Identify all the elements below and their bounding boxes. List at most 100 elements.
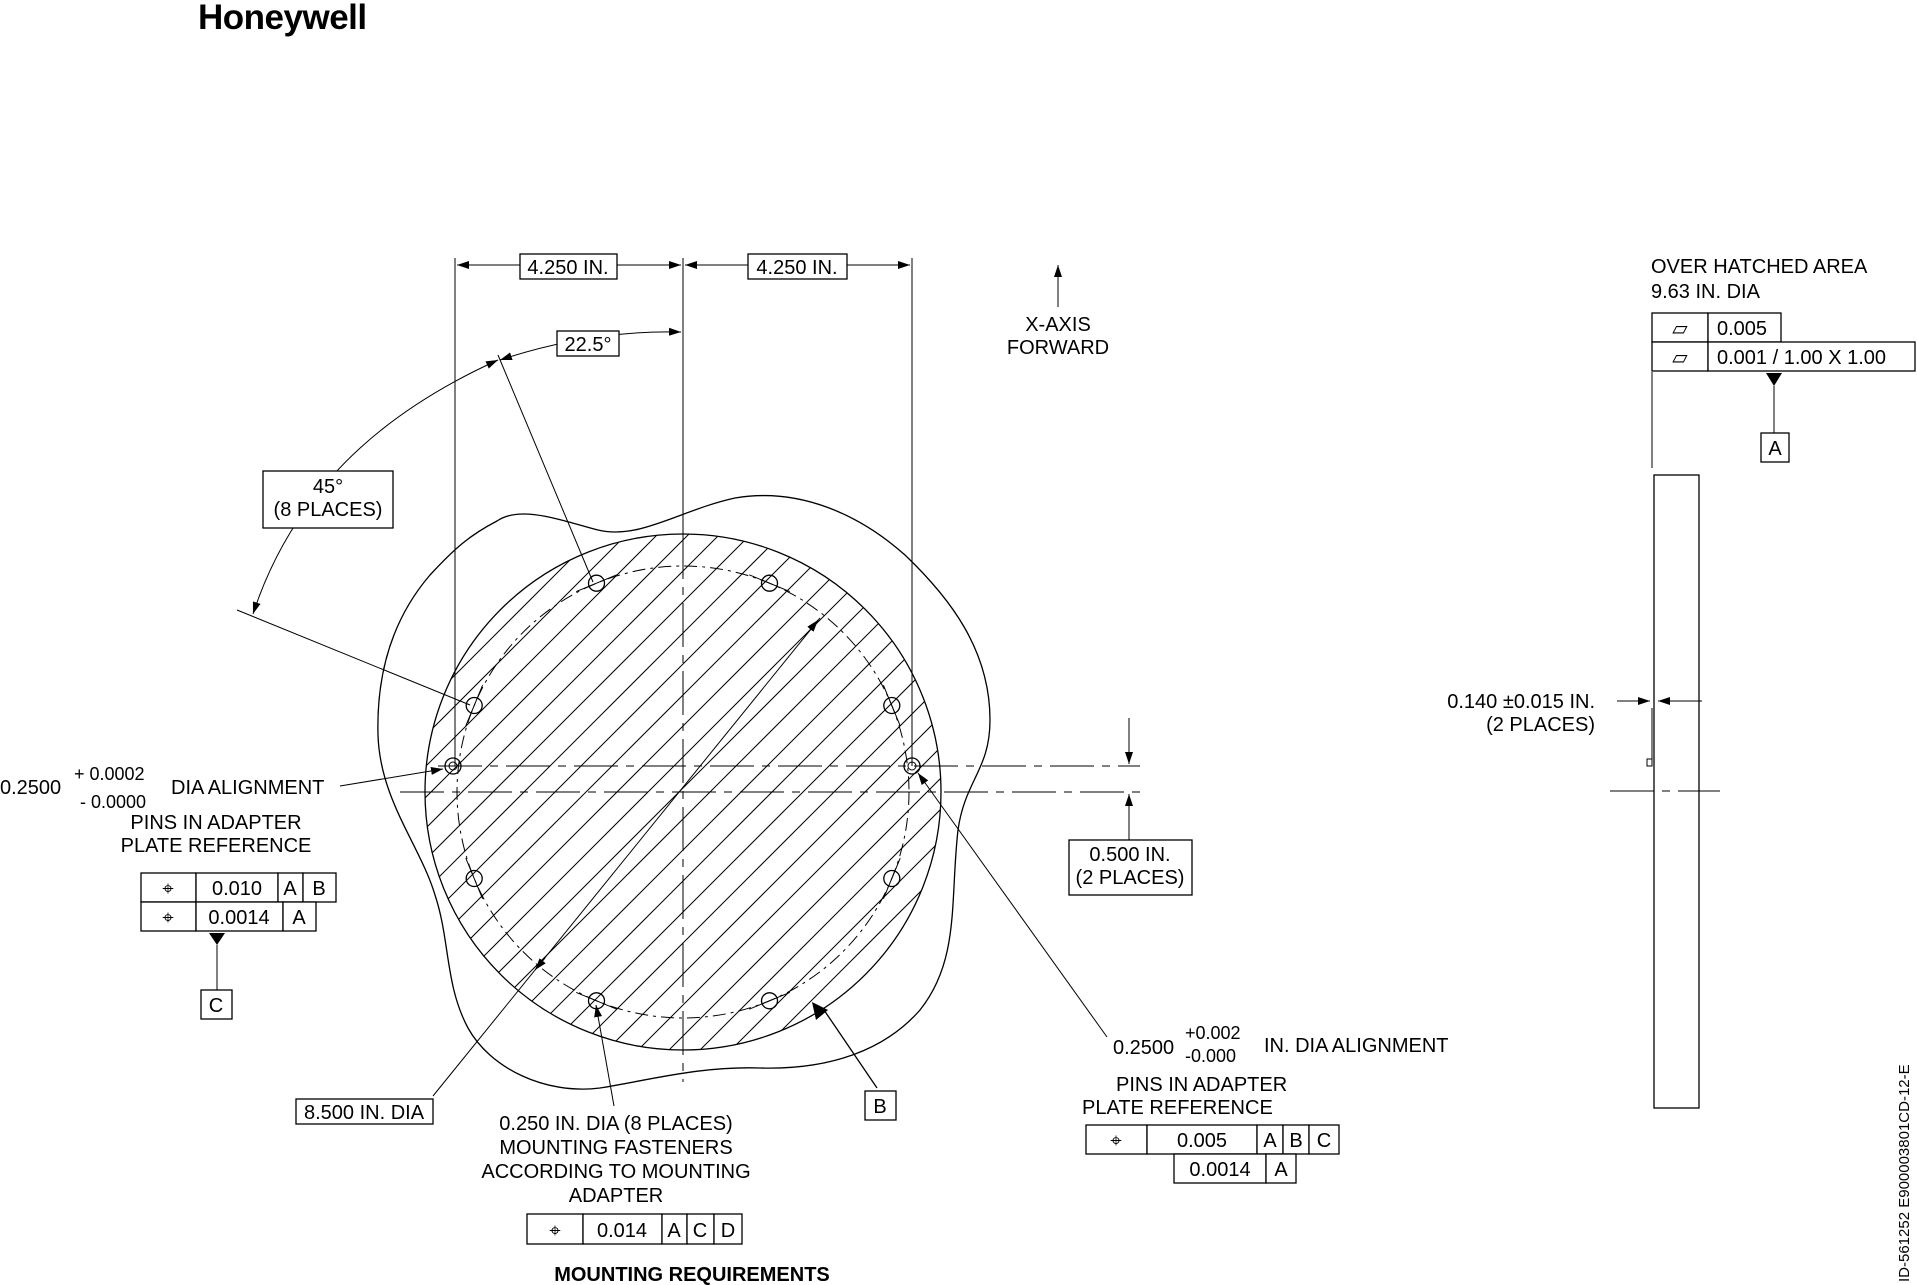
- figure-title: MOUNTING REQUIREMENTS: [554, 1264, 830, 1285]
- right-pin-tol-plus: +0.002: [1185, 1023, 1241, 1043]
- position-icon: ⌖: [162, 907, 173, 929]
- hatch-line: [425, 534, 763, 1050]
- datum-triangle-c: [209, 933, 225, 945]
- fastener-leader: [594, 1004, 615, 1107]
- bolt-circle-arrow-a: [534, 957, 546, 971]
- flatness-row-1-tol: 0.005: [1717, 318, 1767, 340]
- right-pin-suffix: IN. DIA ALIGNMENT: [1264, 1035, 1448, 1057]
- hatch-line: [425, 534, 670, 1050]
- alignment-pin-right: [903, 757, 921, 775]
- right-fcf-row-1: ⌖ 0.005 A B C: [1085, 1124, 1340, 1155]
- fastener-fcf-tol: 0.014: [597, 1220, 647, 1242]
- bolt-hole: [749, 991, 790, 1010]
- hatch-line: [425, 534, 639, 1050]
- datum-b-leader: [823, 1009, 878, 1089]
- x-axis-forward-label: FORWARD: [1007, 337, 1109, 359]
- left-fcf-1-tol: 0.010: [212, 878, 262, 900]
- right-pin-ref-1: PINS IN ADAPTER: [1116, 1074, 1287, 1096]
- alignment-pin-right-inner: [907, 761, 917, 771]
- hatch-line: [425, 534, 887, 1050]
- dim-box-left: [519, 253, 618, 280]
- left-fcf-row-1: ⌖ 0.010 A B: [140, 872, 337, 903]
- left-pin-nominal: 0.2500: [0, 777, 61, 799]
- offset-places: (2 PLACES): [1076, 867, 1185, 889]
- left-pin-ref-1: PINS IN ADAPTER: [130, 812, 301, 834]
- mounting-structure-outline: [377, 494, 991, 1090]
- angle-spacing-label: 45°: [313, 476, 343, 498]
- alignment-pin-left-inner: [448, 761, 458, 771]
- dim-half-width-right: 4.250 IN.: [756, 257, 837, 279]
- alignment-pin-left: [444, 757, 462, 775]
- left-fcf-2-tol: 0.0014: [208, 907, 269, 929]
- side-pin-stub: [1646, 758, 1653, 767]
- flatness-fcf: ▱ 0.005 ▱ 0.001 / 1.00 X 1.00: [1651, 312, 1916, 372]
- bolt-circle-label: 8.500 IN. DIA: [304, 1102, 425, 1124]
- flatness-icon: ▱: [1672, 318, 1688, 340]
- datum-a-box: [1760, 432, 1790, 463]
- fastener-line-3: ACCORDING TO MOUNTING: [481, 1161, 750, 1183]
- left-fcf-row-2: ⌖ 0.0014 A: [140, 901, 317, 932]
- honeywell-logo: Honeywell: [198, 0, 367, 37]
- right-fcf-2-datum-a: A: [1274, 1159, 1288, 1181]
- fastener-line-1: 0.250 IN. DIA (8 PLACES): [499, 1113, 732, 1135]
- right-fcf-2-tol: 0.0014: [1189, 1159, 1250, 1181]
- left-pin-tol-plus: + 0.0002: [74, 764, 145, 784]
- hatched-area-dia: 9.63 IN. DIA: [1651, 281, 1761, 303]
- datum-a-label: A: [1768, 438, 1782, 460]
- hatch-line: [657, 534, 941, 1050]
- left-pin-ref-2: PLATE REFERENCE: [121, 835, 312, 857]
- bolt-circle-box: [295, 1098, 434, 1125]
- radial-line-22-5: [497, 354, 594, 583]
- bolt-hole: [882, 685, 901, 726]
- thickness-places: (2 PLACES): [1486, 714, 1595, 736]
- offset-label: 0.500 IN.: [1089, 844, 1170, 866]
- bolt-circle-arrow-b: [804, 619, 819, 637]
- position-icon: ⌖: [549, 1220, 560, 1242]
- fastener-fcf: ⌖ 0.014 A C D: [526, 1213, 743, 1245]
- right-fcf-1-datum-a: A: [1263, 1130, 1277, 1152]
- hatch-line: [626, 534, 941, 1050]
- left-pin-leader: [339, 767, 444, 787]
- bolt-hole: [576, 574, 617, 593]
- bolt-hole: [749, 574, 790, 593]
- right-fcf-row-2: 0.0014 A: [1173, 1153, 1297, 1184]
- right-fcf-1-datum-c: C: [1317, 1130, 1331, 1152]
- datum-b-label: B: [873, 1096, 886, 1118]
- flatness-icon: ▱: [1672, 347, 1688, 369]
- radial-line-45: [236, 609, 471, 706]
- fastener-line-2: MOUNTING FASTENERS: [499, 1137, 732, 1159]
- hatch-line: [425, 534, 701, 1050]
- left-fcf-2-datum-a: A: [292, 907, 306, 929]
- thickness-label: 0.140 ±0.015 IN.: [1447, 691, 1595, 713]
- dim-half-width-left: 4.250 IN.: [527, 257, 608, 279]
- datum-c-label: C: [209, 995, 223, 1017]
- x-axis-label: X-AXIS: [1025, 314, 1091, 336]
- hatched-area-label: OVER HATCHED AREA: [1651, 256, 1868, 278]
- hatch-line: [719, 534, 941, 1050]
- document-id: ID-561252 E900003801CD-12-E: [1896, 1064, 1913, 1282]
- right-pin-ref-2: PLATE REFERENCE: [1082, 1097, 1273, 1119]
- dim-box-right: [747, 253, 848, 280]
- position-icon: ⌖: [1110, 1130, 1121, 1152]
- fastener-fcf-datum-d: D: [721, 1220, 735, 1242]
- position-icon: ⌖: [162, 878, 173, 900]
- right-fcf-1-datum-b: B: [1289, 1130, 1302, 1152]
- datum-triangle-a: [1766, 373, 1782, 386]
- right-fcf-1-tol: 0.005: [1177, 1130, 1227, 1152]
- hatch-line: [502, 534, 941, 1050]
- right-pin-nominal: 0.2500: [1113, 1037, 1174, 1059]
- right-pin-leader: [917, 772, 1108, 1038]
- bolt-holes: [465, 574, 901, 1010]
- bolt-hole: [882, 858, 901, 899]
- bolt-hole: [465, 685, 484, 726]
- bolt-circle-leader: [432, 617, 821, 1097]
- left-fcf-1-datum-a: A: [283, 878, 297, 900]
- flatness-row-2-tol: 0.001 / 1.00 X 1.00: [1717, 347, 1886, 369]
- datum-c-box: [200, 989, 233, 1020]
- fastener-fcf-datum-a: A: [667, 1220, 681, 1242]
- angle-offset-label: 22.5°: [565, 334, 612, 356]
- angle-arc-45: [252, 359, 499, 615]
- offset-box: [1068, 839, 1193, 896]
- angle-box-45: [262, 470, 394, 529]
